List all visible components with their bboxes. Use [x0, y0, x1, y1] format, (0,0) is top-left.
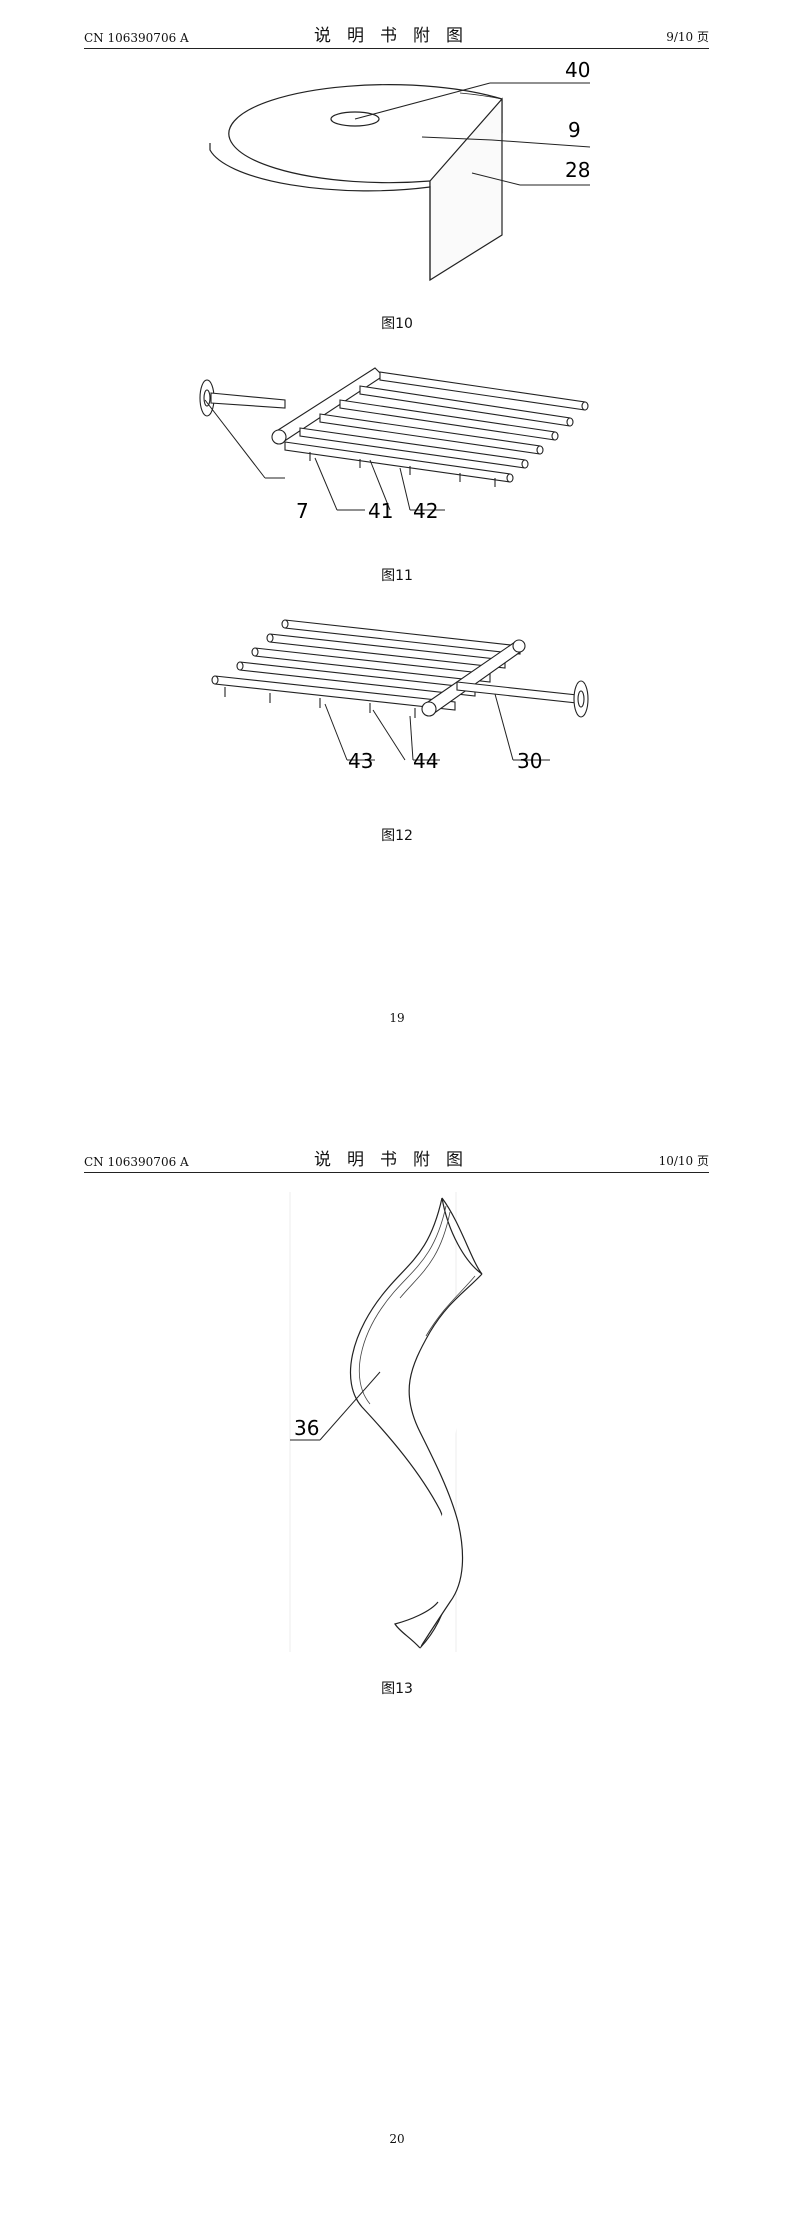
figure-13-caption: 图13 — [381, 1681, 413, 1697]
page-header: CN 106390706 A 说明书附图 10/10 页 — [84, 1148, 709, 1173]
page-count: 10/10 页 — [658, 1154, 709, 1168]
patent-number: CN 106390706 A — [84, 1155, 189, 1169]
label-9: 9 — [568, 118, 581, 142]
page-header: CN 106390706 A 说明书附图 9/10 页 — [84, 24, 709, 49]
page-number: 19 — [389, 1011, 405, 1025]
label-40: 40 — [565, 58, 590, 82]
page-number: 20 — [389, 2132, 405, 2146]
figure-12-caption: 图12 — [381, 828, 413, 844]
label-41: 41 — [368, 499, 393, 523]
figure-11-caption: 图11 — [381, 568, 413, 584]
figure-12-drawing: 43 44 30 — [211, 619, 589, 773]
figure-11-drawing: 7 41 42 — [199, 367, 589, 523]
label-7: 7 — [296, 499, 309, 523]
page-count: 9/10 页 — [666, 30, 709, 44]
label-28: 28 — [565, 158, 590, 182]
figure-10-caption: 图10 — [381, 316, 413, 332]
figure-10-drawing: 40 9 28 — [209, 58, 590, 282]
label-42: 42 — [413, 499, 438, 523]
header-title: 说明书附图 — [314, 1150, 479, 1170]
patent-number: CN 106390706 A — [84, 31, 189, 45]
header-title: 说明书附图 — [314, 26, 479, 46]
label-44: 44 — [413, 749, 438, 773]
figure-13-drawing: 36 — [289, 1192, 483, 1652]
page-19: CN 106390706 A 说明书附图 9/10 页 40 — [84, 24, 709, 1025]
page-20: CN 106390706 A 说明书附图 10/10 页 36 图13 20 — [0, 1112, 793, 2224]
label-36: 36 — [294, 1416, 319, 1440]
label-43: 43 — [348, 749, 373, 773]
label-30: 30 — [517, 749, 542, 773]
